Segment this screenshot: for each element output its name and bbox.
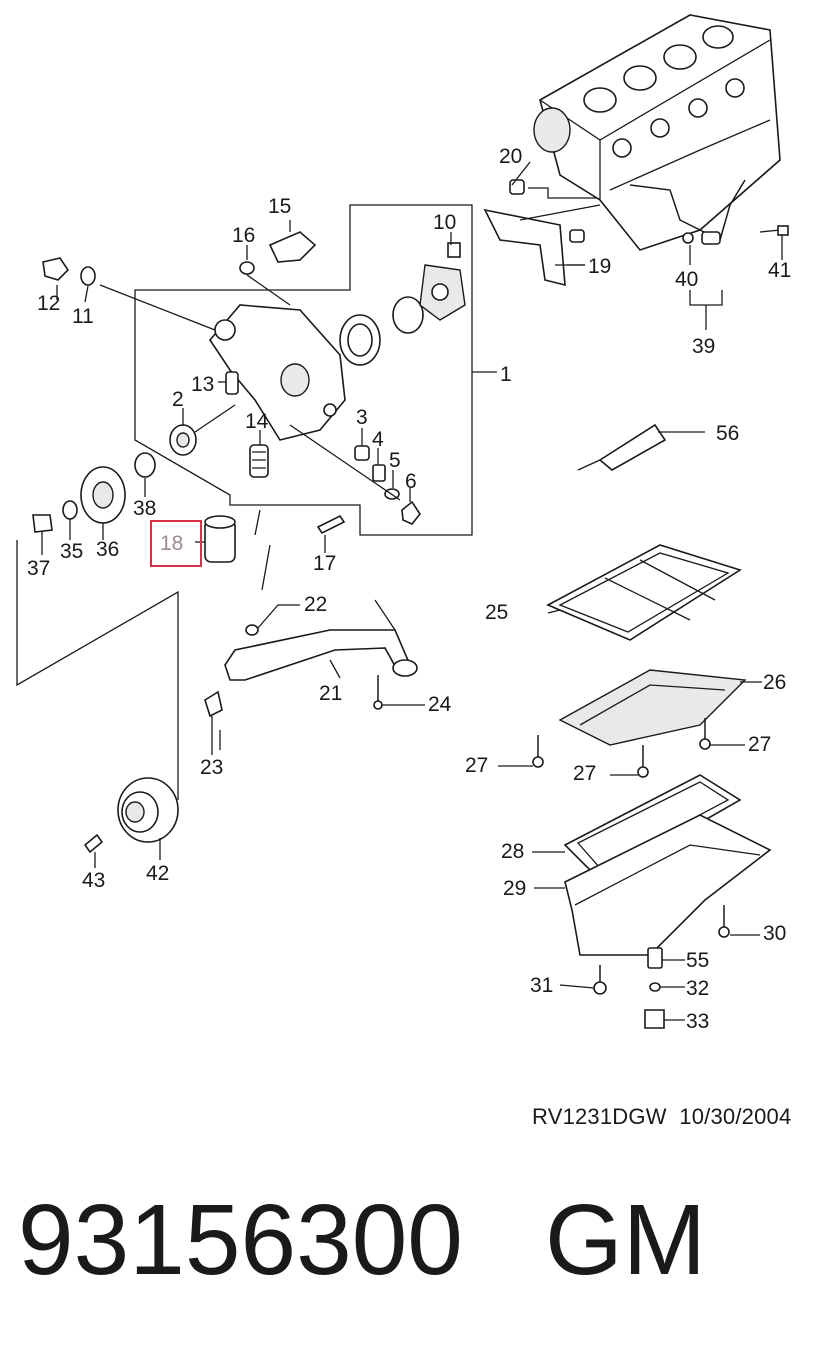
part-number: 93156300 [18, 1184, 463, 1296]
rear-cover-drawing [483, 179, 601, 287]
callout-38: 38 [133, 497, 156, 520]
callout-15: 15 [268, 195, 291, 218]
callout-4: 4 [372, 428, 384, 451]
callout-18: 18 [160, 532, 183, 555]
callout-27-right: 27 [748, 733, 771, 756]
oil-pump-drawing [208, 242, 466, 441]
callout-43: 43 [82, 869, 105, 892]
drawing-reference: RV1231DGW 10/30/2004 [532, 1104, 791, 1130]
callout-23: 23 [200, 756, 223, 779]
highlight-box [150, 520, 202, 567]
crank-pulley-drawing [83, 777, 179, 854]
callout-14: 14 [245, 410, 269, 433]
small-parts-drawing [42, 231, 421, 535]
callout-41: 41 [768, 259, 791, 282]
callout-5: 5 [389, 449, 401, 472]
sealant-tube-drawing [577, 423, 667, 471]
drawing-date: 10/30/2004 [679, 1104, 792, 1129]
callout-27-middle: 27 [573, 762, 596, 785]
callout-labels: 1 2 3 4 5 6 10 11 12 13 14 15 16 17 18 1… [27, 145, 791, 1033]
callout-40: 40 [675, 268, 698, 291]
callout-1: 1 [500, 363, 512, 386]
callout-3: 3 [356, 406, 368, 429]
callout-24: 24 [428, 693, 452, 716]
pump-group-outline [134, 204, 473, 536]
callout-30: 30 [763, 922, 786, 945]
callout-11: 11 [72, 305, 94, 328]
callout-26: 26 [763, 671, 786, 694]
callout-31: 31 [530, 974, 553, 997]
oil-line-drawing [629, 179, 789, 245]
drawing-code: RV1231DGW [532, 1104, 667, 1129]
callout-35: 35 [60, 540, 83, 563]
brand-name: GM [545, 1184, 707, 1296]
callout-16: 16 [232, 224, 255, 247]
oil-pan-lower-drawing [563, 774, 772, 1029]
callout-17: 17 [313, 552, 336, 575]
callout-13: 13 [191, 373, 214, 396]
callout-25: 25 [485, 601, 508, 624]
callout-28: 28 [501, 840, 524, 863]
callout-55: 55 [686, 949, 709, 972]
filter-crank-drawing [16, 452, 271, 800]
leader-lines [41, 161, 783, 1021]
callout-20: 20 [499, 145, 522, 168]
callout-39: 39 [692, 335, 715, 358]
oil-pan-upper-drawing [532, 544, 747, 778]
callout-21: 21 [319, 682, 342, 705]
callout-22: 22 [304, 593, 327, 616]
callout-37: 37 [27, 557, 50, 580]
callout-10: 10 [433, 211, 456, 234]
engine-block-drawing [533, 14, 781, 251]
callout-19: 19 [588, 255, 611, 278]
oil-pickup-drawing [204, 599, 418, 718]
callout-36: 36 [96, 538, 119, 561]
callout-42: 42 [146, 862, 169, 885]
callout-29: 29 [503, 877, 526, 900]
callout-27-left: 27 [465, 754, 488, 777]
callout-33: 33 [686, 1010, 709, 1033]
callout-56: 56 [716, 422, 739, 445]
callout-32: 32 [686, 977, 709, 1000]
callout-12: 12 [37, 292, 60, 315]
callout-2: 2 [172, 388, 184, 411]
callout-6: 6 [405, 470, 417, 493]
